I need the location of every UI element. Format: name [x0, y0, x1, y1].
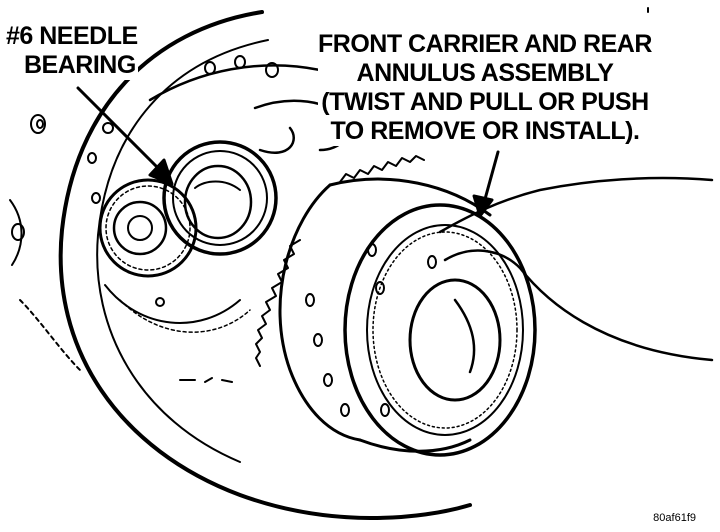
- needle-bearing-callout: #6 NEEDLE BEARING: [6, 22, 138, 80]
- carrier-assembly-callout: FRONT CARRIER AND REAR ANNULUS ASSEMBLY …: [318, 30, 652, 146]
- carrier-assembly-callout-line-2: ANNULUS ASSEMBLY: [356, 59, 614, 87]
- leader-arrows: [76, 86, 500, 218]
- background-linework: [19, 7, 649, 383]
- needle-bearing: [162, 140, 278, 256]
- case-bolt-holes: [11, 55, 279, 307]
- needle-bearing-callout-line-1: #6 NEEDLE: [6, 22, 138, 50]
- needle-bearing-callout-line-2: BEARING: [24, 51, 136, 79]
- carrier-assembly-callout-line-3: (TWIST AND PULL OR PUSH: [321, 88, 649, 116]
- carrier-assembly-callout-line-1: FRONT CARRIER AND REAR: [318, 30, 652, 58]
- figure-code: 80af61f9: [653, 512, 696, 524]
- carrier-assembly-callout-line-4: TO REMOVE OR INSTALL).: [330, 117, 640, 145]
- inner-gearset: [98, 178, 251, 333]
- carrier-annulus-assembly: [255, 155, 537, 457]
